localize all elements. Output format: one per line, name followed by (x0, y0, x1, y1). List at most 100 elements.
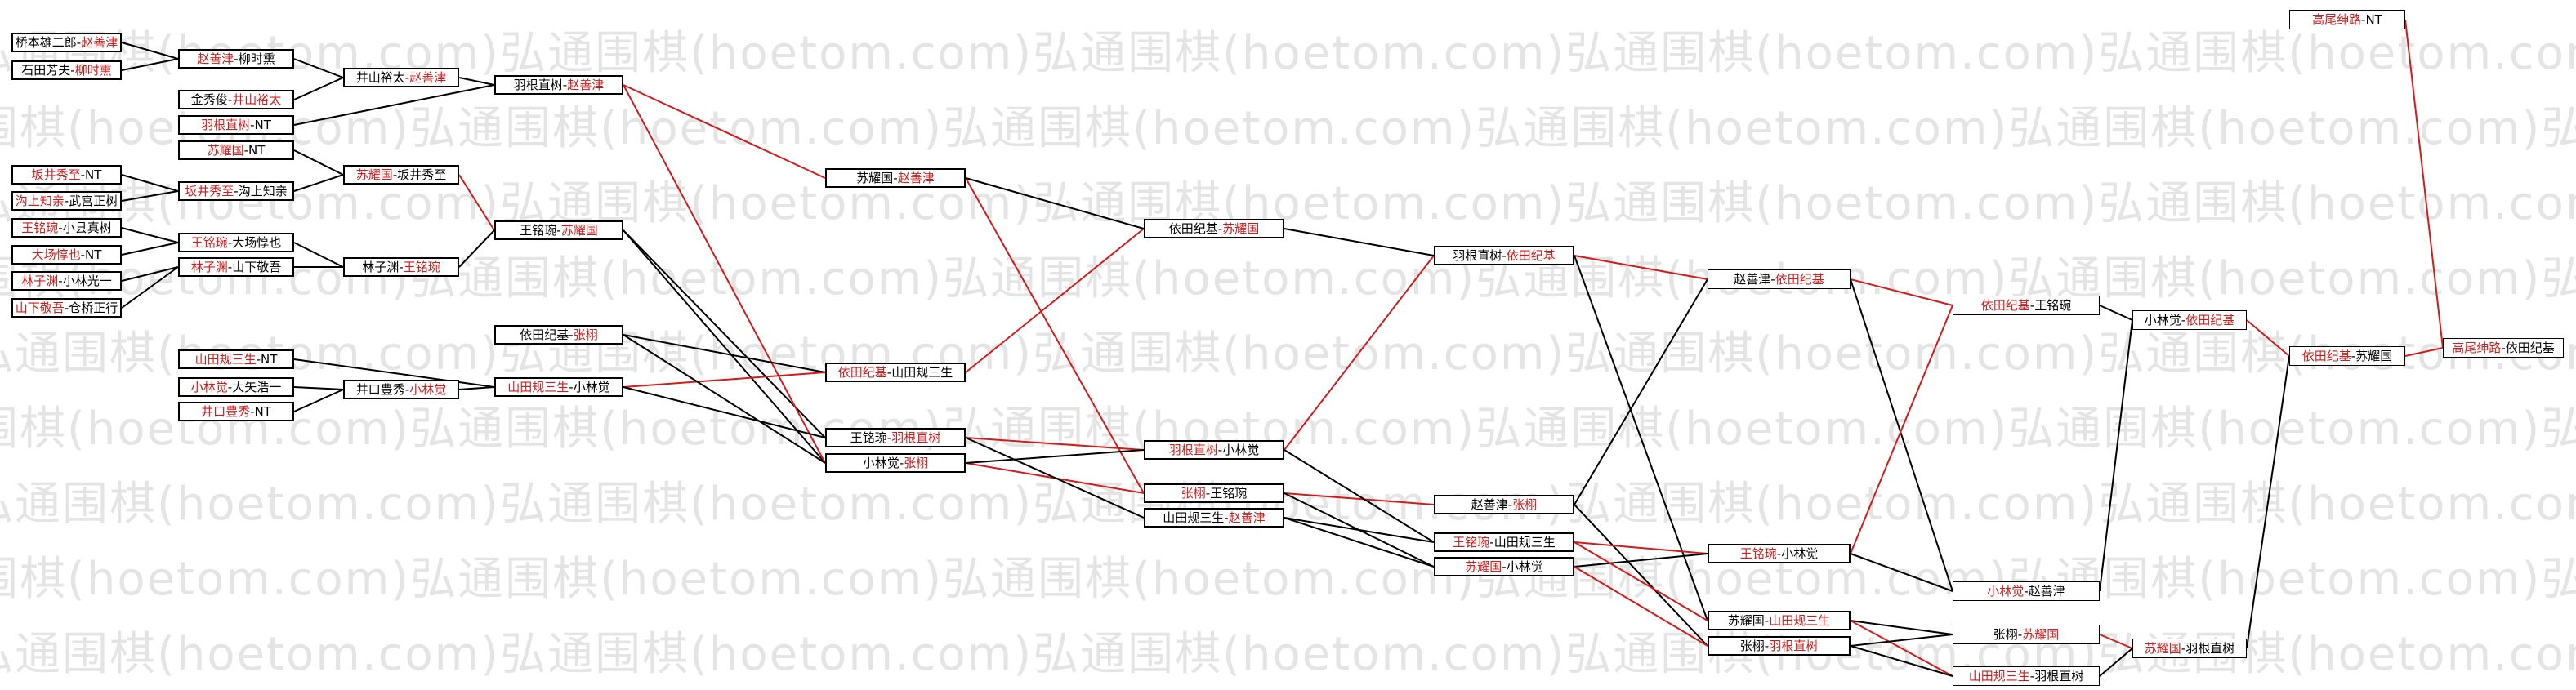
player-name: 依田纪基 (1168, 221, 1218, 236)
player-name: 羽根直树 (1453, 248, 1502, 263)
match-node-n51: 高尾绅路-依田纪基 (2443, 338, 2564, 358)
bracket-connector (121, 266, 179, 309)
player-name: NT (254, 404, 271, 419)
separator: - (2029, 298, 2035, 313)
player-name: 依田纪基 (2301, 349, 2351, 363)
bracket-connector (2404, 347, 2444, 357)
player-name: 大场惇也 (31, 247, 81, 262)
player-name: 赵善津 (567, 78, 605, 92)
match-node-n32: 羽根直树-小林觉 (1144, 440, 1284, 460)
match-node-n30: 小林觉-张栩 (825, 453, 966, 473)
player-name: NT (248, 143, 266, 158)
player-name: 羽根直树 (513, 78, 563, 92)
bracket-connector (1574, 278, 1708, 505)
match-node-n34: 山田规三生-赵善津 (1144, 508, 1284, 528)
bracket-connector (2099, 634, 2133, 649)
player-name: 小林觉 (409, 382, 447, 397)
separator: - (250, 118, 255, 132)
separator: - (1205, 486, 1211, 501)
player-name: 沟上知亲 (15, 194, 65, 208)
bracket-connector (121, 266, 179, 282)
player-name: 小县真树 (62, 220, 112, 235)
bracket-connector (2246, 355, 2290, 649)
player-name: 山田规三生 (507, 380, 569, 394)
bracket-connector (965, 177, 1145, 229)
separator: - (256, 352, 261, 367)
player-name: 羽根直树 (2185, 641, 2235, 656)
match-node-n29: 王铭琬-羽根直树 (825, 428, 966, 447)
player-name: 林子渊 (21, 274, 59, 288)
bracket-connector (458, 229, 495, 268)
bracket-connector (623, 334, 826, 464)
player-name: 依田纪基 (1506, 248, 1556, 263)
match-node-n26: 山田规三生-小林觉 (494, 377, 623, 397)
match-node-n27: 苏耀国-赵善津 (825, 168, 966, 188)
bracket-connector (1284, 492, 1435, 505)
player-name: 山田规三生 (1769, 613, 1831, 628)
player-name: 王铭琬 (21, 220, 59, 235)
match-node-n31: 依田纪基-苏耀国 (1144, 219, 1284, 238)
separator: - (243, 143, 249, 158)
separator: - (227, 260, 233, 274)
player-name: 张栩 (1181, 486, 1206, 501)
separator: - (234, 51, 239, 66)
bracket-connector (1850, 278, 1953, 592)
player-name: NT (254, 118, 271, 132)
separator: - (76, 35, 82, 50)
player-name: 张栩 (1739, 639, 1765, 653)
separator: - (886, 365, 892, 380)
player-name: 坂井秀至 (31, 167, 81, 182)
bracket-connector (1574, 566, 1708, 647)
match-node-n40: 王铭琬-小林觉 (1708, 544, 1851, 563)
player-name: 柳时熏 (238, 51, 275, 66)
player-name: NT (85, 247, 102, 262)
bracket-connector (458, 174, 495, 231)
bracket-connector (2246, 319, 2290, 357)
bracket-connector (121, 58, 179, 71)
player-name: 小林觉 (190, 380, 228, 394)
match-node-n23: 羽根直树-赵善津 (494, 75, 623, 95)
player-name: 山田规三生 (1968, 669, 2030, 683)
match-node-n3: 坂井秀至-NT (11, 165, 122, 185)
bracket-connector (2099, 305, 2133, 321)
bracket-connector (623, 386, 826, 438)
player-name: NT (85, 167, 102, 182)
match-node-n38: 苏耀国-小林觉 (1434, 557, 1574, 576)
player-name: 山田规三生 (194, 352, 257, 367)
player-name: 沟上知亲 (238, 184, 288, 198)
bracket-connector (121, 174, 179, 192)
match-node-n5: 王铭琬-小县真树 (11, 218, 122, 238)
separator: - (899, 456, 904, 470)
player-name: 林子渊 (362, 260, 400, 274)
player-name: 赵善津 (1228, 510, 1266, 525)
bracket-connector (1284, 517, 1435, 568)
separator: - (70, 63, 75, 78)
separator: - (58, 220, 63, 235)
match-node-n9: 赵善津-柳时熏 (178, 49, 294, 69)
match-node-n7: 林子渊-小林光一 (11, 271, 122, 291)
player-name: 小林觉 (1781, 546, 1819, 561)
player-name: 桥本雄二郎 (15, 35, 77, 50)
player-name: 张栩 (1993, 627, 2018, 642)
player-name: 王铭琬 (1739, 546, 1777, 561)
match-node-n17: 小林觉-大矢浩一 (178, 377, 294, 397)
bracket-connector (293, 358, 495, 388)
match-node-n21: 林子渊-王铭琬 (343, 257, 459, 277)
separator: - (404, 382, 410, 397)
bracket-connector (1574, 553, 1708, 568)
bracket-connector (1284, 228, 1435, 256)
match-node-n47: 小林觉-依田纪基 (2132, 310, 2247, 330)
player-name: 羽根直树 (2034, 669, 2084, 683)
player-name: 赵善津 (897, 171, 935, 185)
player-name: 苏耀国 (1465, 559, 1502, 574)
player-name: 小林觉 (1506, 559, 1543, 574)
separator: - (1224, 510, 1229, 525)
separator: - (1217, 443, 1223, 457)
player-name: NT (261, 352, 278, 367)
separator: - (227, 380, 233, 394)
player-name: 羽根直树 (1168, 443, 1218, 457)
bracket-connector (1850, 553, 1953, 592)
bracket-connector (121, 242, 179, 256)
player-name: 依田纪基 (2185, 313, 2235, 327)
